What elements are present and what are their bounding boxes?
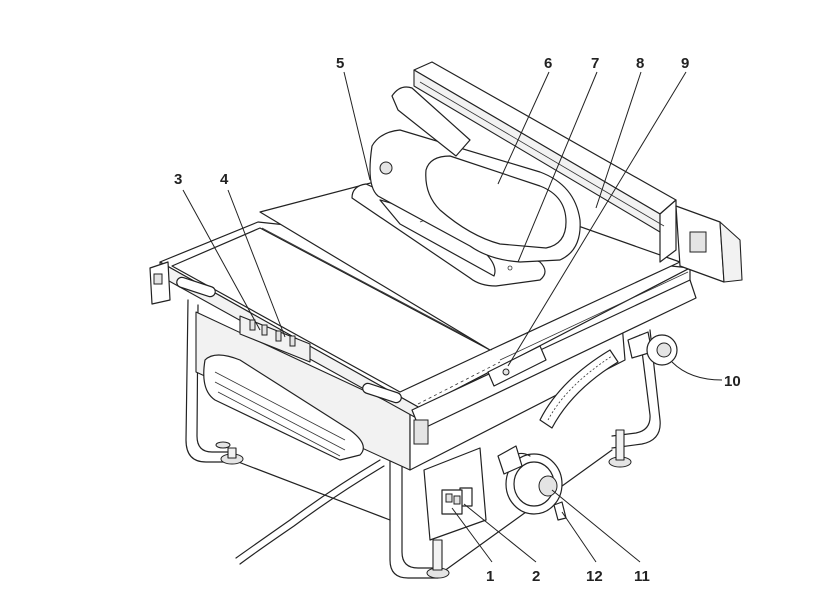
table-end-cap xyxy=(149,261,171,305)
callout-9: 9 xyxy=(681,55,689,72)
power-switch xyxy=(441,489,463,515)
rip-fence xyxy=(413,61,743,283)
callout-1: 1 xyxy=(486,568,494,585)
height-handwheel xyxy=(497,445,567,521)
callout-5: 5 xyxy=(336,55,344,72)
callout-7: 7 xyxy=(591,55,599,72)
blade-guard xyxy=(369,86,581,263)
callout-12: 12 xyxy=(586,568,603,585)
callout-8: 8 xyxy=(636,55,644,72)
callout-11: 11 xyxy=(634,568,650,585)
callout-2: 2 xyxy=(532,568,540,585)
power-cord xyxy=(235,459,385,565)
accessory-holder xyxy=(239,315,311,363)
callout-4: 4 xyxy=(220,171,229,188)
leader-lines xyxy=(182,71,723,563)
bevel-scale xyxy=(539,349,619,429)
fence-lock xyxy=(487,345,547,387)
callout-labels: 1 2 3 4 5 6 7 8 9 10 11 12 xyxy=(174,55,741,585)
table-slots xyxy=(176,276,402,404)
leg-frame xyxy=(185,299,661,579)
callout-10: 10 xyxy=(724,373,741,390)
callout-3: 3 xyxy=(174,171,182,188)
rubber-feet xyxy=(215,429,632,579)
callout-6: 6 xyxy=(544,55,552,72)
bevel-lock-knob xyxy=(627,331,678,366)
